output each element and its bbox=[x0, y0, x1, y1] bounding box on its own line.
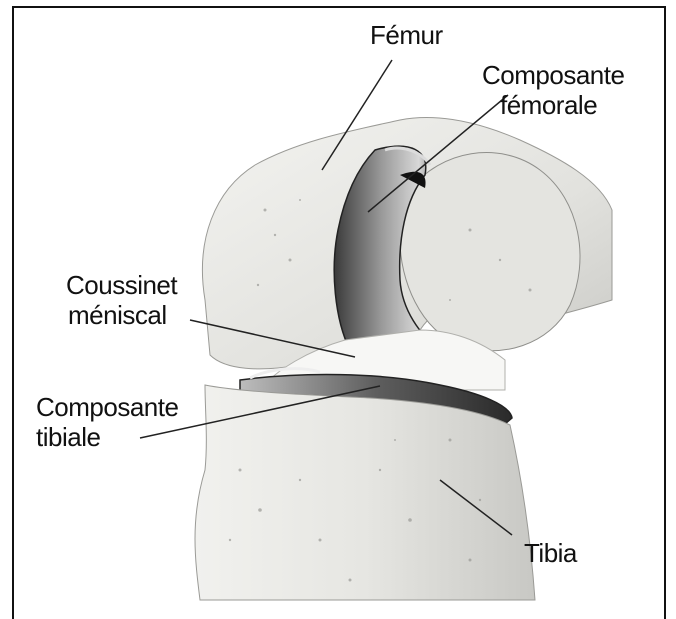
label-tibial-component-line1: Composante bbox=[36, 392, 178, 422]
label-meniscal-pad: Coussinet méniscal bbox=[66, 270, 177, 330]
label-femoral-component: Composante fémorale bbox=[482, 60, 624, 120]
label-tibia: Tibia bbox=[524, 538, 577, 568]
label-meniscal-pad-line2: méniscal bbox=[68, 300, 177, 330]
label-femoral-component-line2: fémorale bbox=[500, 90, 624, 120]
label-femoral-component-line1: Composante bbox=[482, 60, 624, 90]
label-tibial-component-line2: tibiale bbox=[36, 422, 178, 452]
label-femur: Fémur bbox=[370, 20, 443, 50]
label-meniscal-pad-line1: Coussinet bbox=[66, 270, 177, 300]
tibia-bone bbox=[195, 385, 535, 600]
label-tibial-component: Composante tibiale bbox=[36, 392, 178, 452]
femoral-condyle bbox=[400, 153, 580, 351]
